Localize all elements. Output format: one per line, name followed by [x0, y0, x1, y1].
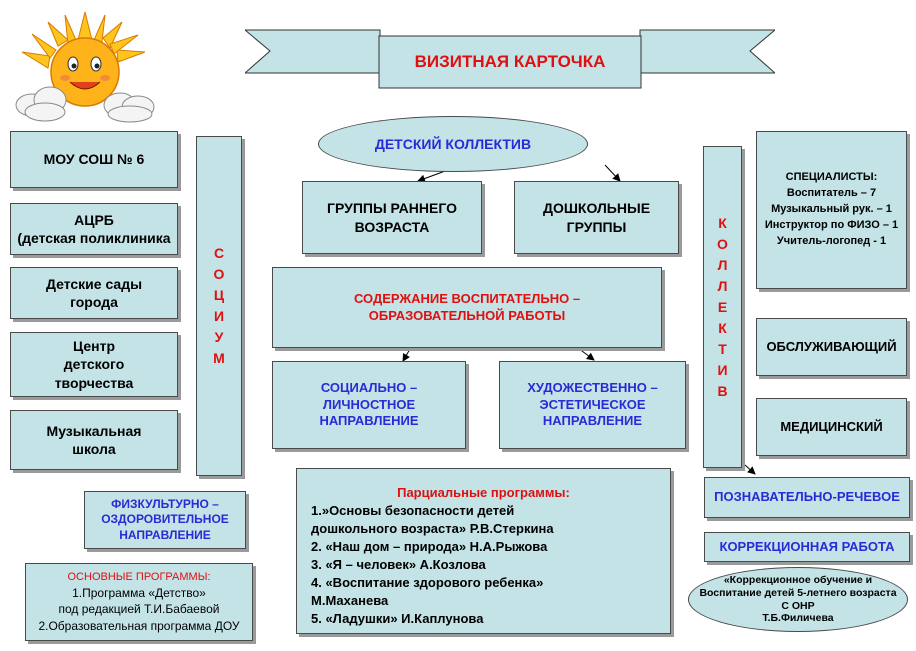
socium-item-hospital: АЦРБ (детская поликлиника	[10, 203, 178, 255]
arrow-to-social	[402, 348, 411, 362]
main-program-line: 2.Образовательная программа ДОУ	[38, 618, 240, 633]
partial-program-line: 2. «Наш дом – природа» Н.А.Рыжова	[311, 539, 548, 554]
socium-item-music-school: Музыкальная школа	[10, 410, 178, 470]
partial-programs-title: Парциальные программы:	[397, 485, 570, 500]
children-collective-ellipse: ДЕТСКИЙ КОЛЛЕКТИВ	[318, 116, 588, 172]
partial-program-line: 4. «Воспитание здорового ребенка»	[311, 575, 544, 590]
arrow-to-preschool-groups	[604, 164, 621, 182]
banner-ribbon	[245, 29, 775, 89]
banner-title: ВИЗИТНАЯ КАРТОЧКА	[414, 52, 606, 71]
sun-with-clouds-icon	[15, 11, 155, 123]
physical-health-direction: ФИЗКУЛЬТУРНО – ОЗДОРОВИТЕЛЬНОЕ НАПРАВЛЕН…	[84, 491, 246, 549]
specialists-box: СПЕЦИАЛИСТЫ: Воспитатель – 7 Музыкальный…	[756, 131, 907, 289]
partial-program-line: дошкольного возраста» Р.В.Стеркина	[311, 521, 554, 536]
partial-program-line: 5. «Ладушки» И.Каплунова	[311, 611, 484, 626]
educational-work-content: СОДЕРЖАНИЕ ВОСПИТАТЕЛЬНО – ОБРАЗОВАТЕЛЬН…	[272, 267, 662, 348]
arrow-to-art	[577, 347, 595, 361]
correction-program-ellipse: «Коррекционное обучение и Воспитание дет…	[688, 567, 908, 632]
partial-program-line: М.Маханева	[311, 593, 389, 608]
socium-item-school: МОУ СОШ № 6	[10, 131, 178, 188]
main-program-line: 1.Программа «Детство»	[72, 586, 206, 601]
early-age-groups: ГРУППЫ РАННЕГО ВОЗРАСТА	[302, 181, 482, 254]
preschool-groups: ДОШКОЛЬНЫЕ ГРУППЫ	[514, 181, 679, 254]
main-programs-box: ОСНОВНЫЕ ПРОГРАММЫ: 1.Программа «Детство…	[25, 563, 253, 641]
social-personal-direction: СОЦИАЛЬНО – ЛИЧНОСТНОЕ НАПРАВЛЕНИЕ	[272, 361, 466, 449]
service-staff-box: ОБСЛУЖИВАЮЩИЙ	[756, 318, 907, 376]
correction-work-box: КОРРЕКЦИОННАЯ РАБОТА	[704, 532, 910, 562]
partial-programs-box: Парциальные программы: 1.»Основы безопас…	[296, 468, 671, 634]
socium-item-creativity-center: Центр детского творчества	[10, 332, 178, 397]
partial-program-line: 1.»Основы безопасности детей	[311, 503, 515, 518]
socium-vertical-label: С О Ц И У М	[196, 136, 242, 476]
arrow-to-cognitive	[744, 464, 756, 475]
art-aesthetic-direction: ХУДОЖЕСТВЕННО – ЭСТЕТИЧЕСКОЕ НАПРАВЛЕНИЕ	[499, 361, 686, 449]
main-program-line: под редакцией Т.И.Бабаевой	[58, 602, 220, 617]
partial-program-line: 3. «Я – человек» А.Козлова	[311, 557, 486, 572]
cognitive-speech-direction: ПОЗНАВАТЕЛЬНО-РЕЧЕВОЕ	[704, 477, 910, 518]
main-programs-title: ОСНОВНЫЕ ПРОГРАММЫ:	[67, 571, 211, 584]
socium-item-kindergartens: Детские сады города	[10, 267, 178, 319]
collective-vertical-label: К О Л Л Е К Т И В	[703, 146, 742, 468]
medical-staff-box: МЕДИЦИНСКИЙ	[756, 398, 907, 456]
